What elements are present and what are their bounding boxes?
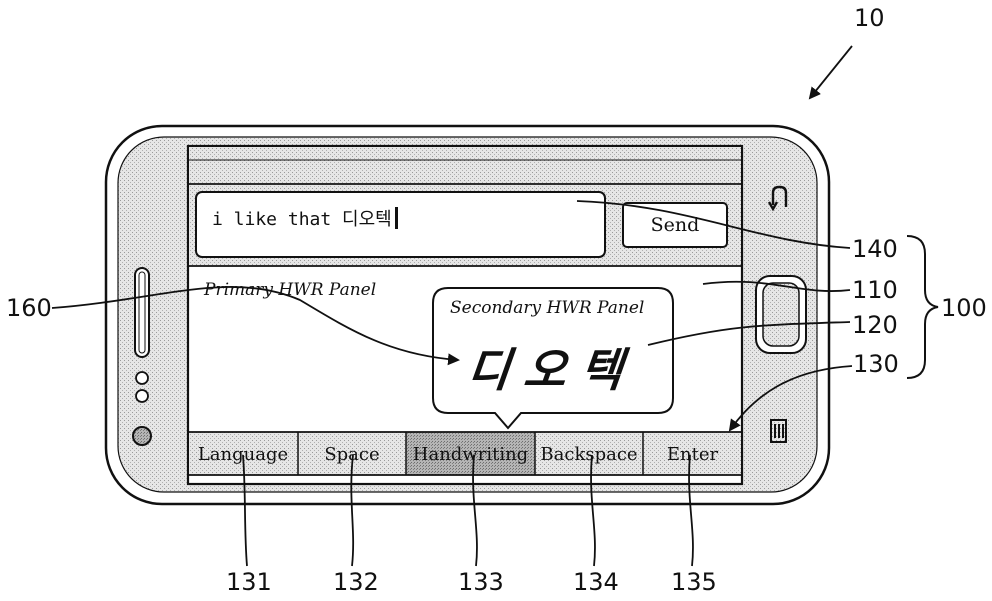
ref-120: 120 bbox=[852, 311, 898, 339]
leader-140 bbox=[576, 200, 851, 249]
leader-110 bbox=[702, 280, 851, 292]
leader-10 bbox=[808, 45, 853, 100]
ref-110: 110 bbox=[852, 276, 898, 304]
ref-10: 10 bbox=[854, 4, 885, 32]
ref-160: 160 bbox=[6, 294, 52, 322]
leader-132 bbox=[350, 454, 355, 567]
message-text: i like that 디오텍 bbox=[212, 209, 392, 230]
leader-130 bbox=[728, 365, 853, 432]
ref-100: 100 bbox=[941, 294, 987, 322]
indicator-dots bbox=[135, 371, 149, 403]
space-key[interactable]: Space bbox=[324, 443, 380, 465]
volume-slot bbox=[134, 267, 150, 358]
secondary-panel-bubble bbox=[432, 287, 674, 430]
message-text-line[interactable]: i like that 디오텍 bbox=[212, 205, 398, 231]
ref-132: 132 bbox=[333, 568, 379, 596]
camera-icon bbox=[132, 426, 152, 446]
primary-panel-label: Primary HWR Panel bbox=[204, 280, 377, 300]
send-button[interactable]: Send bbox=[650, 214, 700, 236]
text-cursor bbox=[394, 207, 398, 229]
message-input-box bbox=[195, 191, 606, 258]
ref-135: 135 bbox=[671, 568, 717, 596]
handwriting-key[interactable]: Handwriting bbox=[412, 443, 529, 465]
enter-key[interactable]: Enter bbox=[666, 443, 719, 465]
ref-133: 133 bbox=[458, 568, 504, 596]
leader-134 bbox=[590, 454, 596, 567]
leader-133 bbox=[472, 454, 478, 567]
language-key[interactable]: Language bbox=[197, 443, 289, 465]
leader-160 bbox=[51, 286, 460, 366]
leader-131 bbox=[242, 454, 248, 567]
leader-lines bbox=[51, 45, 853, 567]
ref-134: 134 bbox=[573, 568, 619, 596]
secondary-panel-label: Secondary HWR Panel bbox=[450, 298, 645, 318]
ref-131: 131 bbox=[226, 568, 272, 596]
keyboard-bar bbox=[188, 431, 742, 476]
ref-140: 140 bbox=[852, 235, 898, 263]
handwriting-input[interactable]: 디오텍 bbox=[464, 343, 640, 397]
home-button bbox=[755, 275, 807, 354]
back-icon bbox=[767, 185, 788, 212]
bracket-100 bbox=[906, 235, 939, 379]
backspace-key[interactable]: Backspace bbox=[540, 443, 638, 465]
ref-130: 130 bbox=[853, 350, 899, 378]
menu-icon bbox=[770, 419, 787, 443]
leader-120 bbox=[647, 321, 851, 346]
leader-135 bbox=[688, 454, 694, 567]
